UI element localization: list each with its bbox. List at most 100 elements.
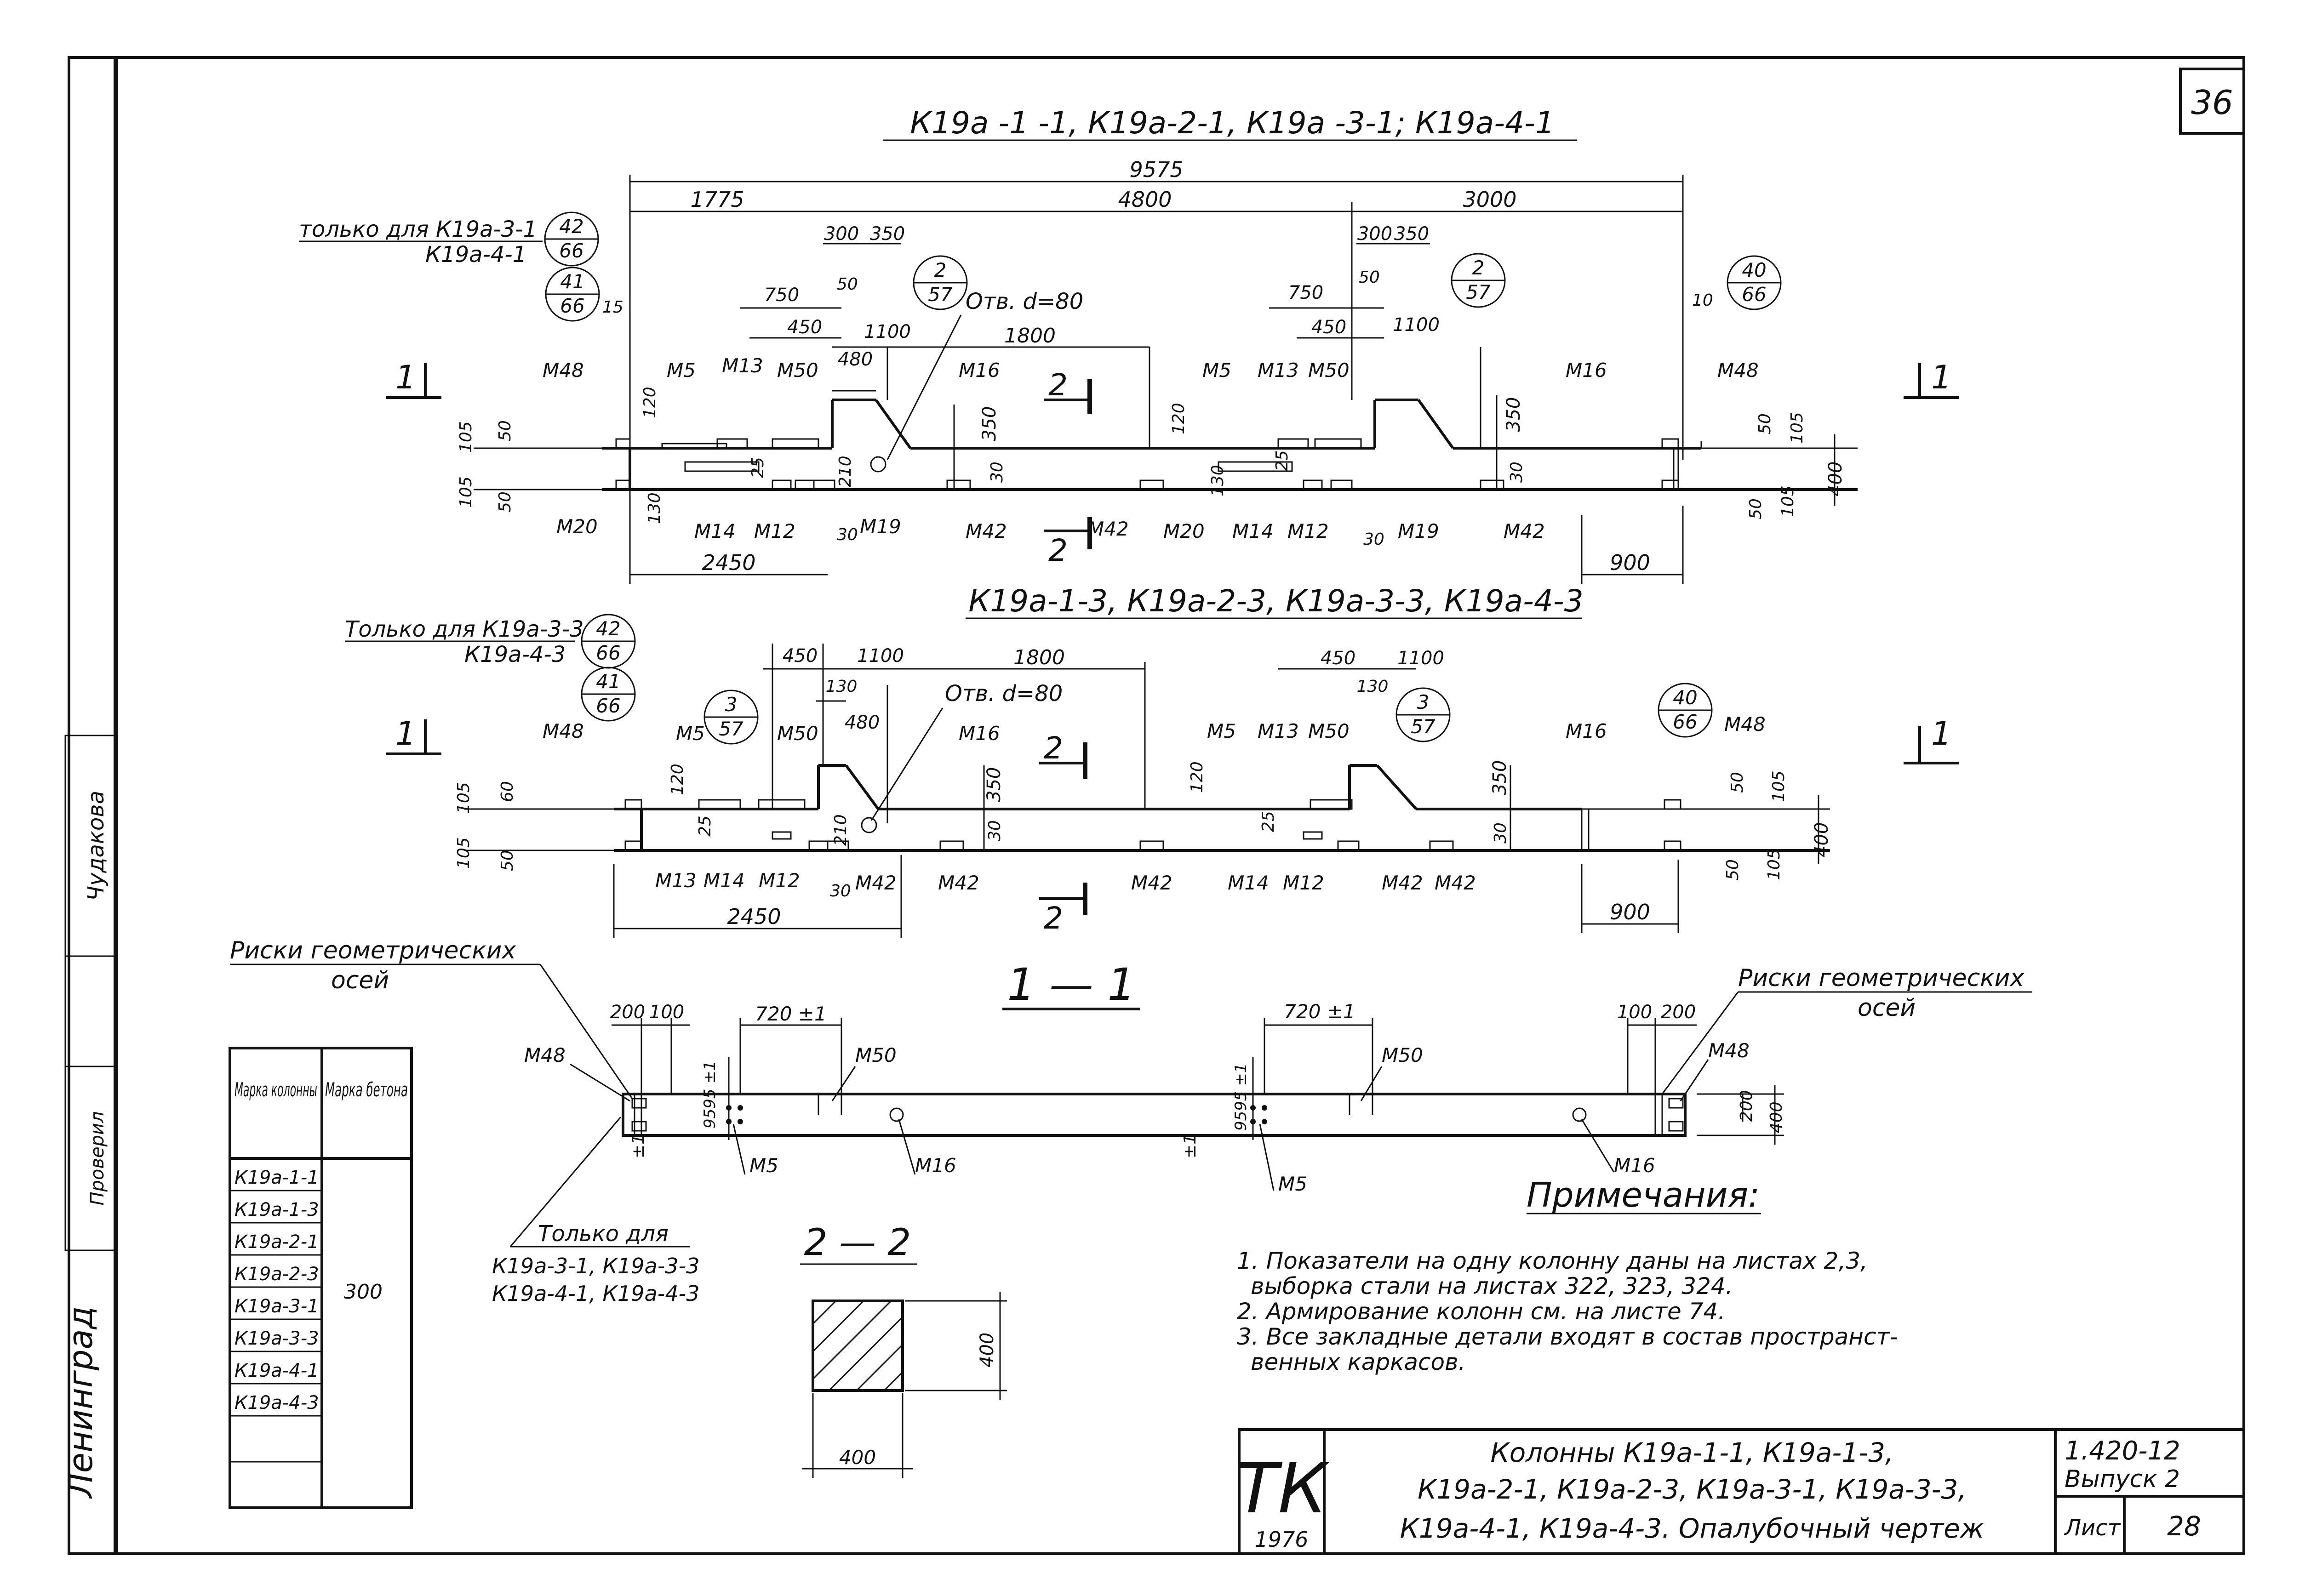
mark-label: М48 — [543, 359, 584, 382]
concrete-table: Марка колонны Марка бетона К19а-1-1 К19а… — [229, 1047, 413, 1509]
mark-label: М50 — [777, 722, 818, 745]
only-for-line: К19а-3-1, К19а-3-3 — [492, 1254, 699, 1278]
mark-label: М19 — [1398, 520, 1439, 542]
dim-label: 720 ±1 — [755, 1003, 826, 1025]
section-b-plates — [624, 799, 1681, 851]
table-cell: К19а-1-3 — [234, 1199, 319, 1220]
section-b-marks: М48 М5 М50 М16 М5 М13 М50 М16 М48 М13 М1… — [543, 713, 1766, 894]
section-2-2: 2 — 2 400 400 — [800, 1221, 1007, 1478]
callout-top: 40 — [1742, 259, 1766, 281]
section-a-title: К19а -1 -1, К19а-2-1, К19а -3-1; К19а-4-… — [910, 105, 1555, 141]
mark-label: М20 — [1163, 520, 1205, 542]
section-b-cut-markers: 1 1 2 2 — [386, 715, 1959, 936]
callout-top: 42 — [559, 215, 583, 238]
dim-label: 130 — [826, 677, 858, 696]
dim-label: 30 — [985, 820, 1004, 841]
dim-label: 60 — [498, 781, 517, 802]
mark-label: М48 — [1724, 713, 1766, 735]
callout-top: 2 — [1472, 256, 1485, 279]
mark-label: М16 — [959, 722, 1000, 745]
section-1-1-dim-text: 200 100 720 ±1 720 ±1 100 200 9595 ±1 95… — [610, 1000, 1786, 1158]
mark-label: М50 — [1308, 359, 1350, 382]
side-stamp-box — [64, 735, 117, 1251]
dim-label: 120 — [1169, 403, 1188, 434]
concrete-grade: 300 — [344, 1280, 383, 1304]
dim-label: 200 — [610, 1002, 645, 1023]
mark-label: М42 — [938, 872, 979, 894]
title-block-line1: Колонны К19а-1-1, К19а-1-3, — [1491, 1437, 1894, 1468]
side-stamp-city: Ленинград — [61, 1306, 100, 1499]
dim-label: 350 — [979, 406, 1000, 441]
mark-label: М16 — [1614, 1154, 1655, 1177]
sheet-number: 36 — [2191, 83, 2233, 122]
dim-label: 105 — [1769, 770, 1788, 802]
note-line: 3. Все закладные детали входят в состав … — [1237, 1323, 1898, 1350]
dim-label: 50 — [496, 420, 515, 441]
title-block-line2: К19а-2-1, К19а-2-3, К19а-3-1, К19а-3-3, — [1418, 1474, 1967, 1505]
dim-label: 130 — [645, 492, 664, 524]
callout-bottom: 57 — [719, 718, 743, 740]
note-line: венных каркасов. — [1251, 1349, 1465, 1375]
mark-label: М16 — [915, 1154, 956, 1177]
dim-label: 400 — [1811, 822, 1832, 857]
dim-label: 1100 — [1397, 648, 1444, 669]
section-a-cut-markers: 1 1 2 2 — [386, 359, 1959, 568]
dim-label: ±1 — [1181, 1134, 1200, 1158]
cut-label: 1 — [1931, 715, 1952, 752]
dim-label: 2450 — [702, 550, 755, 575]
title-block-sheet: 28 — [2167, 1510, 2201, 1542]
dim-label: 30 — [1363, 530, 1384, 549]
risk-leader — [539, 964, 633, 1099]
risk-label-right: осей — [1858, 994, 1916, 1022]
callout-top: 42 — [596, 617, 620, 640]
dim-label: 30 — [1491, 822, 1510, 844]
hole-label: Отв. d=80 — [966, 289, 1083, 314]
dim-label: 1800 — [1013, 646, 1065, 669]
notes: Примечания: 1. Показатели на одну колонн… — [1237, 1175, 1898, 1375]
dim-label: 100 — [1617, 1002, 1652, 1023]
dim-label: 9595 ±1 — [701, 1061, 719, 1129]
note-line: 2. Армирование колонн см. на листе 74. — [1237, 1298, 1725, 1325]
risk-label-right: Риски геометрических — [1738, 964, 2024, 992]
mark-label: М50 — [1308, 720, 1350, 742]
cut-label: 2 — [1048, 533, 1068, 568]
callout: 357 — [703, 690, 759, 745]
dim-label: 450 — [1321, 648, 1355, 669]
dim-label: 105 — [454, 782, 473, 814]
section-b-dim-text: 450 1100 1800 450 1100 130 130 480 60 10… — [454, 645, 1832, 929]
dim-label: 25 — [1273, 450, 1292, 471]
dim-label: 25 — [696, 815, 715, 837]
dim-label: 3000 — [1463, 187, 1516, 212]
section-2-2-title: 2 — 2 — [804, 1221, 911, 1264]
table-header: Марка колонны — [234, 1078, 317, 1101]
dim-label: 15 — [602, 298, 623, 317]
mark-label: М48 — [543, 720, 584, 742]
callout-top: 2 — [934, 259, 947, 281]
dim-label: 350 — [1503, 397, 1524, 432]
mark-label: М13 — [655, 869, 697, 892]
title-block-issue: Выпуск 2 — [2065, 1465, 2180, 1493]
mark-label: М14 — [1232, 520, 1274, 542]
dim-label: 25 — [1259, 811, 1278, 832]
mark-label: М12 — [759, 869, 800, 892]
dim-label: 350 — [1489, 760, 1510, 795]
mark-label: М42 — [1087, 518, 1129, 540]
dim-label: 30 — [830, 882, 851, 901]
mark-label: М12 — [1283, 872, 1324, 894]
callout-bottom: 57 — [928, 283, 953, 306]
dim-label: 350 — [1394, 223, 1429, 245]
dim-label: ±1 — [629, 1134, 648, 1158]
dim-label: 400 — [977, 1333, 998, 1368]
dim-label: 900 — [1610, 900, 1650, 924]
dim-label: 750 — [1288, 282, 1323, 303]
title-block: ТК 1976 Колонны К19а-1-1, К19а-1-3, К19а… — [1236, 1428, 2245, 1555]
callout-bottom: 66 — [596, 642, 620, 664]
mark-label: М42 — [1504, 520, 1545, 542]
risk-leader — [1661, 992, 1739, 1094]
section-1-1-marks: М48 М50 М5 М16 М50 М48 М5 М16 — [524, 1039, 1750, 1195]
dim-label: 130 — [1208, 465, 1227, 496]
